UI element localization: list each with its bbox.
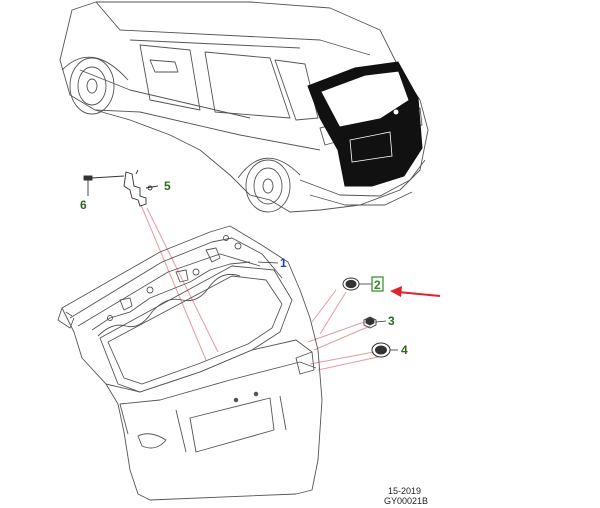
bracket-part-5 — [123, 169, 159, 207]
vehicle-body-outline — [59, 1, 429, 213]
vehicle-tailgate-highlight — [307, 61, 423, 187]
tailgate-outer-shell — [61, 225, 323, 501]
licence-plate-recess — [189, 397, 275, 453]
emblem-part-2 — [342, 277, 372, 291]
grommet-part-4 — [371, 342, 398, 358]
part-1-leader — [257, 261, 279, 264]
footer-date-code: 15-2019 — [388, 486, 421, 496]
tailgate-window-opening — [99, 265, 293, 393]
leader-lines — [140, 204, 379, 371]
callout-6: 6 — [80, 198, 87, 212]
footer-figure-id: GY00021B — [384, 496, 428, 506]
callout-4: 4 — [401, 343, 408, 357]
vehicle-side-windows — [139, 44, 319, 121]
clip-part-6 — [83, 175, 125, 196]
callout-3: 3 — [388, 314, 395, 328]
callout-2-highlight-box — [371, 276, 384, 292]
vehicle-rear-window — [321, 71, 409, 127]
highlight-arrow — [390, 286, 441, 297]
callout-1: 1 — [280, 256, 287, 270]
callout-2: 2 — [374, 278, 381, 292]
bolt-part-3 — [363, 316, 387, 329]
rear-wheel — [245, 159, 291, 213]
tailgate-assembly — [57, 225, 323, 501]
callout-5: 5 — [164, 179, 171, 193]
front-wheel — [69, 57, 115, 115]
